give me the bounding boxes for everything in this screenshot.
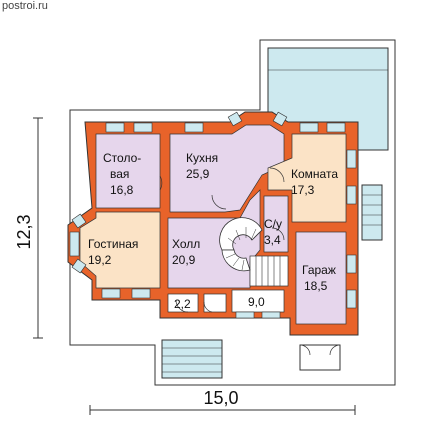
room-bedroom-fill: [267, 133, 347, 223]
small1-area: 2,2: [174, 297, 191, 311]
side-steps: [361, 184, 383, 241]
garage-name: Гараж: [302, 263, 336, 277]
living-area: 19,2: [88, 253, 112, 267]
dining-name-2: вая: [110, 167, 129, 181]
dining-area: 16,8: [110, 183, 134, 197]
dining-name-1: Столо-: [103, 151, 141, 165]
hall-area: 20,9: [172, 253, 196, 267]
living-name: Гостиная: [88, 237, 138, 251]
windows: [69, 122, 357, 319]
kitchen-area: 25,9: [186, 167, 210, 181]
entrance-steps: [161, 339, 223, 379]
bath-area: 3,4: [264, 233, 281, 247]
room-garage-fill: [295, 231, 347, 325]
stair-area: [249, 255, 289, 287]
bath-name: С/у: [264, 217, 282, 231]
garage-canopy: [299, 344, 341, 371]
room-dining-fill: [95, 133, 161, 209]
watermark: postroi.ru: [2, 0, 48, 12]
dimension-width-label: 15,0: [203, 388, 238, 408]
dimension-width: [89, 405, 356, 415]
hall-name: Холл: [172, 237, 200, 251]
room-small2-fill: [231, 289, 285, 313]
dimension-height: [33, 117, 43, 339]
spiral-stair: [219, 217, 263, 272]
room-small1-fill: [167, 293, 199, 313]
dimension-height-label: 12,3: [14, 214, 34, 249]
room-bath-fill: [263, 195, 289, 253]
room-living-fill: [79, 211, 161, 289]
door-swings: [159, 167, 341, 356]
garage-area: 18,5: [304, 279, 328, 293]
site-outline: [69, 39, 396, 386]
bedroom-area: 17,3: [291, 183, 315, 197]
small2-area: 9,0: [248, 295, 265, 309]
bedroom-name: Комната: [291, 167, 338, 181]
kitchen-name: Кухня: [186, 151, 218, 165]
